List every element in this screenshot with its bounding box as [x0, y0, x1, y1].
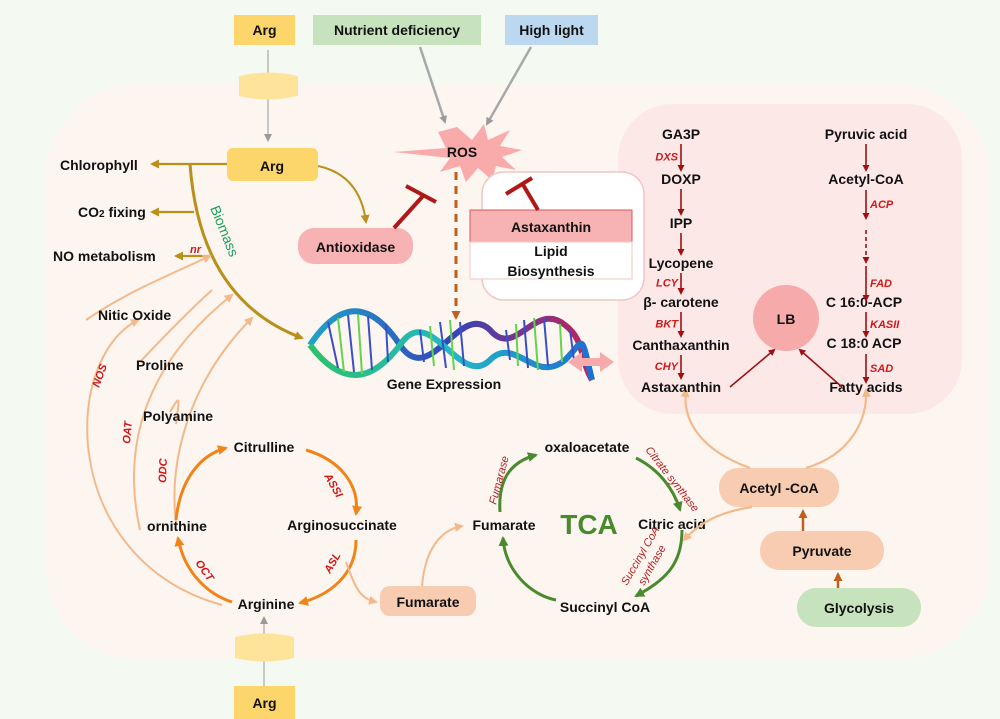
carotenoid-enzyme: CHY	[655, 361, 680, 373]
fatty-acid-step: C 16:0-ACP	[826, 294, 902, 310]
fatty-acid-enzyme: FAD	[870, 278, 892, 290]
nutrient-deficiency-box: Nutrient deficiency	[313, 15, 481, 45]
fatty-acid-step: Fatty acids	[829, 379, 902, 395]
tca-cycle-arrows	[498, 452, 684, 602]
carotenoid-step: β- carotene	[643, 294, 719, 310]
glycolysis-box-label: Glycolysis	[824, 600, 894, 616]
acetyl-coa-box-label: Acetyl -CoA	[739, 480, 818, 496]
fatty-acid-enzyme: ACP	[869, 199, 894, 211]
carotenoid-enzyme: BKT	[655, 319, 679, 331]
arg-input-top-label: Arg	[252, 22, 276, 38]
lb-label: LB	[777, 311, 796, 327]
fatty-acid-enzyme: SAD	[870, 363, 893, 375]
high-light-label: High light	[519, 22, 584, 38]
arginine-branch-arcs	[85, 254, 254, 606]
carotenoid-step: Astaxanthin	[641, 379, 721, 395]
nr-enzyme: nr	[190, 244, 202, 256]
acetyl-coa-box: Acetyl -CoA	[719, 468, 839, 507]
pyruvate-box: Pyruvate	[760, 531, 884, 570]
carotenoid-enzyme: LCY	[656, 278, 680, 290]
fatty-acid-enzyme: KASII	[870, 319, 900, 331]
fumarate-box-label: Fumarate	[396, 594, 459, 610]
lipid-label: Lipid	[534, 243, 567, 259]
citrulline-label: Citrulline	[234, 439, 295, 455]
carotenoid-enzyme: DXS	[655, 152, 678, 164]
fatty-acid-step: Pyruvic acid	[825, 126, 908, 142]
carotenoid-pathway: GA3P DOXP IPP Lycopene β- caroteneCanthaxant…	[632, 126, 729, 395]
carotenoid-step: DOXP	[661, 171, 701, 187]
polyamine-label: Polyamine	[143, 408, 213, 424]
antioxidase-box: Antioxidase	[298, 228, 413, 264]
fumarate-label: Fumarate	[472, 517, 535, 533]
fumarate-box: Fumarate	[380, 586, 476, 616]
fatty-acid-step: C 18:0 ACP	[827, 335, 902, 351]
ros-label: ROS	[447, 144, 477, 160]
arg-input-bottom: Arg	[234, 686, 295, 719]
odc-enzyme: ODC	[157, 457, 170, 483]
gene-expression-label: Gene Expression	[387, 376, 501, 392]
carotenoid-step: Canthaxanthin	[632, 337, 729, 353]
glycolysis-box: Glycolysis	[797, 588, 921, 627]
nutrient-deficiency-label: Nutrient deficiency	[334, 22, 460, 38]
carotenoid-step: IPP	[670, 215, 693, 231]
nitic-oxide-label: Nitic Oxide	[98, 307, 171, 323]
astaxanthin-box-label: Astaxanthin	[511, 219, 591, 235]
carotenoid-step: GA3P	[662, 126, 700, 142]
lipid-body: LB	[753, 285, 819, 351]
antioxidase-label: Antioxidase	[316, 239, 396, 255]
no-metabolism-label: NO metabolism	[53, 248, 156, 264]
dna-helix-icon	[307, 308, 595, 382]
arg-input-bottom-label: Arg	[252, 695, 276, 711]
astaxanthin-lipid-panel: Astaxanthin Lipid Biosynthesis	[469, 171, 645, 301]
ros-burst: ROS	[394, 124, 522, 182]
transporter-top	[239, 72, 298, 100]
argininosuccinate-label: Arginosuccinate	[287, 517, 397, 533]
acetyl-coa-arcs	[680, 388, 871, 542]
arg-input-top: Arg	[234, 15, 295, 45]
urea-cycle-arrows	[174, 445, 363, 606]
co2-fixing-label: CO2 fixing	[78, 204, 146, 220]
double-arrow-icon	[568, 352, 614, 372]
inhibitor-antioxidase	[392, 184, 437, 230]
arg-center-box: Arg	[227, 148, 318, 181]
arg-center-label: Arg	[260, 158, 284, 174]
biosynthesis-label: Biosynthesis	[507, 263, 594, 279]
carotenoid-step: Lycopene	[649, 255, 714, 271]
chlorophyll-label: Chlorophyll	[60, 157, 138, 173]
arginine-label: Arginine	[238, 596, 295, 612]
transporter-bottom	[235, 633, 294, 662]
lipid-body-panel	[618, 104, 962, 414]
pyruvate-box-label: Pyruvate	[792, 543, 851, 559]
citric-acid-label: Citric acid	[638, 516, 706, 532]
oat-enzyme: OAT	[121, 420, 135, 445]
high-light-box: High light	[505, 15, 598, 45]
fatty-acid-step: Acetyl-CoA	[828, 171, 903, 187]
oxaloacetate-label: oxaloacetate	[545, 439, 630, 455]
succinyl-coa-label: Succinyl CoA	[560, 599, 650, 615]
proline-label: Proline	[136, 357, 184, 373]
ornithine-label: ornithine	[147, 518, 207, 534]
tca-title: TCA	[560, 509, 618, 540]
